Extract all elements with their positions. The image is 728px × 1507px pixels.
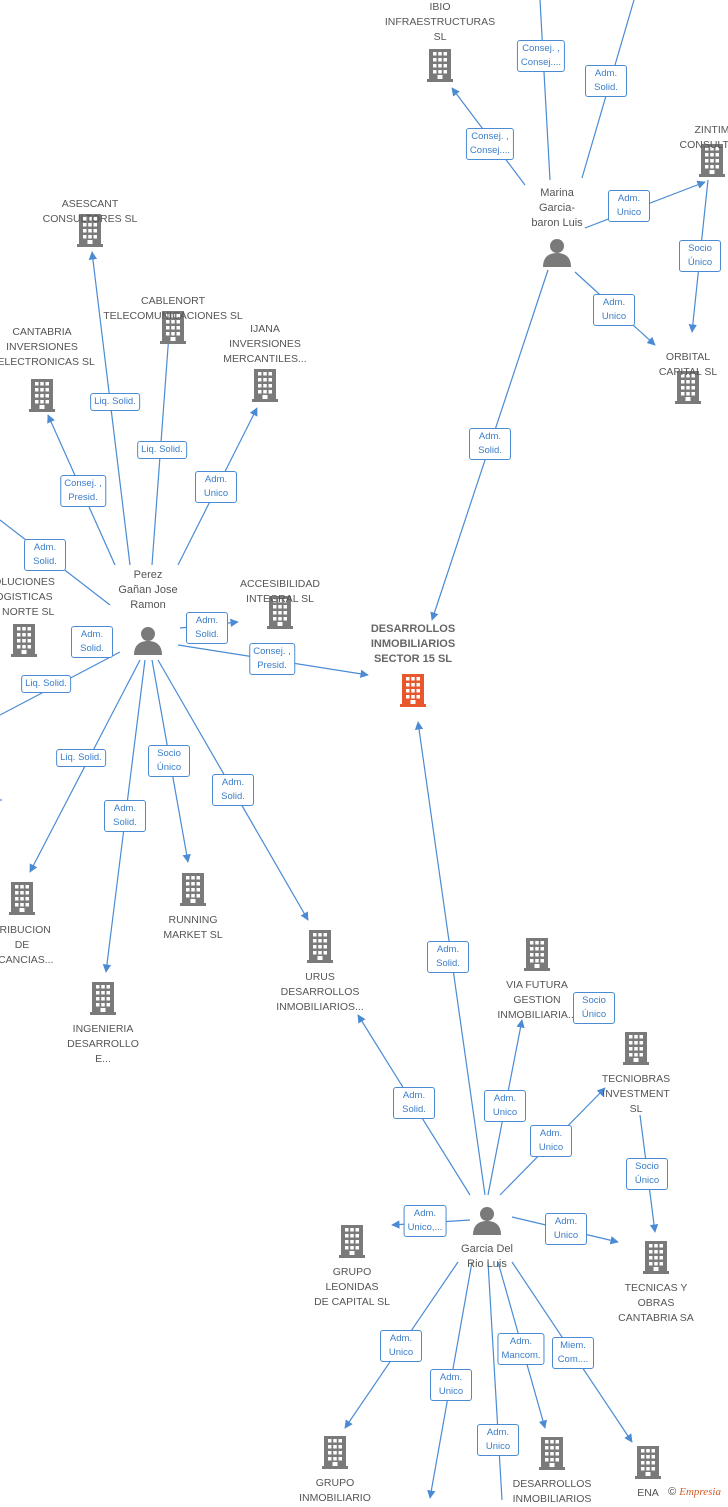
edge-label[interactable]: Consej. , Consej.... bbox=[516, 40, 566, 72]
company-label-cantabria[interactable]: CANTABRIA INVERSIONES OELECTRONICAS SL bbox=[0, 326, 95, 368]
building-icon[interactable] bbox=[77, 213, 103, 252]
company-label-asescant[interactable]: ASESCANT CONSULTORES SL bbox=[42, 198, 138, 225]
building-icon[interactable] bbox=[180, 872, 206, 911]
edge-label[interactable]: Adm. Solid. bbox=[393, 1087, 435, 1119]
company-label-tecnicas[interactable]: TECNICAS Y OBRAS CANTABRIA SA bbox=[618, 1282, 694, 1324]
company-label-urus[interactable]: URUS DESARROLLOS INMOBILIARIOS... bbox=[276, 971, 364, 1013]
building-icon[interactable] bbox=[307, 929, 333, 968]
building-icon[interactable] bbox=[643, 1240, 669, 1279]
person-icon[interactable] bbox=[133, 625, 163, 660]
edge-label[interactable]: Adm. Solid. bbox=[71, 626, 113, 658]
edge-label[interactable]: Adm. Unico,... bbox=[403, 1205, 447, 1237]
building-icon[interactable] bbox=[160, 310, 186, 349]
building-icon[interactable] bbox=[322, 1435, 348, 1474]
company-label-leonidas[interactable]: GRUPO LEONIDAS DE CAPITAL SL bbox=[314, 1266, 390, 1308]
edge-label[interactable]: Adm. Solid. bbox=[24, 539, 66, 571]
company-label-orbital[interactable]: ORBITAL CAPITAL SL bbox=[658, 351, 718, 378]
building-icon[interactable] bbox=[635, 1445, 661, 1484]
building-icon[interactable] bbox=[339, 1224, 365, 1263]
edge-label[interactable]: Adm. Unico bbox=[430, 1369, 472, 1401]
edge-label[interactable]: Adm. Solid. bbox=[427, 941, 469, 973]
edge-label[interactable]: Consej. , Consej.... bbox=[465, 128, 515, 160]
edge-label[interactable]: Adm. Solid. bbox=[212, 774, 254, 806]
edge-label[interactable]: Liq. Solid. bbox=[137, 441, 187, 459]
building-icon[interactable] bbox=[90, 981, 116, 1020]
building-icon[interactable] bbox=[11, 623, 37, 662]
edge-label[interactable]: Adm. Mancom. bbox=[497, 1333, 545, 1365]
edge-label[interactable]: Adm. Solid. bbox=[585, 65, 627, 97]
edge-line bbox=[539, 0, 551, 181]
edge-label[interactable]: Consej. , Presid. bbox=[249, 643, 295, 675]
company-label-running[interactable]: RUNNING MARKET SL bbox=[163, 914, 223, 941]
edge-label[interactable]: Liq. Solid. bbox=[90, 393, 140, 411]
company-label-distribucion[interactable]: TRIBUCION DE RCANCIAS... bbox=[0, 924, 54, 966]
company-label-grupoinmob[interactable]: GRUPO INMOBILIARIO bbox=[299, 1477, 371, 1504]
company-label-ingenieria[interactable]: INGENIERIA DESARROLLO E... bbox=[67, 1023, 139, 1065]
person-label-perez[interactable]: Perez Gañan Jose Ramon bbox=[118, 569, 178, 611]
edge-label[interactable]: Adm. Unico bbox=[195, 471, 237, 503]
edge-label[interactable]: Adm. Unico bbox=[530, 1125, 572, 1157]
building-icon[interactable] bbox=[400, 673, 426, 712]
edge-label[interactable]: Socio Único bbox=[679, 240, 721, 272]
edge-label[interactable]: Adm. Solid. bbox=[469, 428, 511, 460]
company-label-accesibilidad[interactable]: ACCESIBILIDAD INTEGRAL SL bbox=[240, 578, 320, 605]
edge-label[interactable]: Socio Único bbox=[148, 745, 190, 777]
company-label-cablenort[interactable]: CABLENORT TELECOMUNICACIONES SL bbox=[103, 295, 243, 322]
company-label-soluciones[interactable]: OLUCIONES OGISTICAS L NORTE SL bbox=[0, 576, 55, 618]
company-label-tecniobras[interactable]: TECNIOBRAS INVESTMENT SL bbox=[601, 1073, 671, 1115]
edge-line bbox=[487, 1261, 503, 1500]
person-label-garcia[interactable]: Garcia Del Rio Luis bbox=[461, 1243, 513, 1270]
edge-label[interactable]: Adm. Unico bbox=[593, 294, 635, 326]
copyright-symbol: © bbox=[668, 1486, 677, 1498]
edge-label[interactable]: Consej. , Presid. bbox=[60, 475, 106, 507]
company-label-zintim[interactable]: ZINTIM CONSULTOR bbox=[679, 124, 728, 151]
edge-label[interactable]: Adm. Unico bbox=[477, 1424, 519, 1456]
company-label-viafutura[interactable]: VIA FUTURA GESTION INMOBILIARIA... bbox=[497, 979, 577, 1021]
edge-label[interactable]: Adm. Solid. bbox=[186, 612, 228, 644]
building-icon[interactable] bbox=[623, 1031, 649, 1070]
building-icon[interactable] bbox=[9, 881, 35, 920]
company-label-ijana[interactable]: IJANA INVERSIONES MERCANTILES... bbox=[223, 323, 307, 365]
edge-label[interactable]: Miem. Com.... bbox=[552, 1337, 594, 1369]
building-icon[interactable] bbox=[252, 368, 278, 407]
building-icon[interactable] bbox=[427, 48, 453, 87]
edge-label[interactable]: Adm. Solid. bbox=[104, 800, 146, 832]
building-icon[interactable] bbox=[267, 595, 293, 634]
edge-label[interactable]: Adm. Unico bbox=[484, 1090, 526, 1122]
edge-label[interactable]: Socio Único bbox=[626, 1158, 668, 1190]
footer-brand: © Empresia bbox=[665, 1486, 724, 1498]
person-label-marina[interactable]: Marina Garcia- baron Luis bbox=[531, 187, 583, 229]
company-label-ibio[interactable]: IBIO INFRAESTRUCTURAS SL bbox=[384, 1, 496, 43]
company-label-ena[interactable]: ENA bbox=[637, 1487, 659, 1499]
edge-label[interactable]: Adm. Unico bbox=[545, 1213, 587, 1245]
person-icon[interactable] bbox=[542, 237, 572, 272]
building-icon[interactable] bbox=[29, 378, 55, 417]
edge-label[interactable]: Socio Único bbox=[573, 992, 615, 1024]
building-icon[interactable] bbox=[699, 143, 725, 182]
company-label-desarrollos15[interactable]: DESARROLLOS INMOBILIARIOS SECTOR 15 SL bbox=[370, 623, 456, 665]
person-icon[interactable] bbox=[472, 1205, 502, 1240]
edge-label[interactable]: Liq. Solid. bbox=[56, 749, 106, 767]
building-icon[interactable] bbox=[539, 1436, 565, 1475]
building-icon[interactable] bbox=[524, 937, 550, 976]
brand-name[interactable]: Empresia bbox=[679, 1486, 721, 1498]
building-icon[interactable] bbox=[675, 370, 701, 409]
edge-label[interactable]: Adm. Unico bbox=[608, 190, 650, 222]
edge-label[interactable]: Adm. Unico bbox=[380, 1330, 422, 1362]
edge-label[interactable]: Liq. Solid. bbox=[21, 675, 71, 693]
